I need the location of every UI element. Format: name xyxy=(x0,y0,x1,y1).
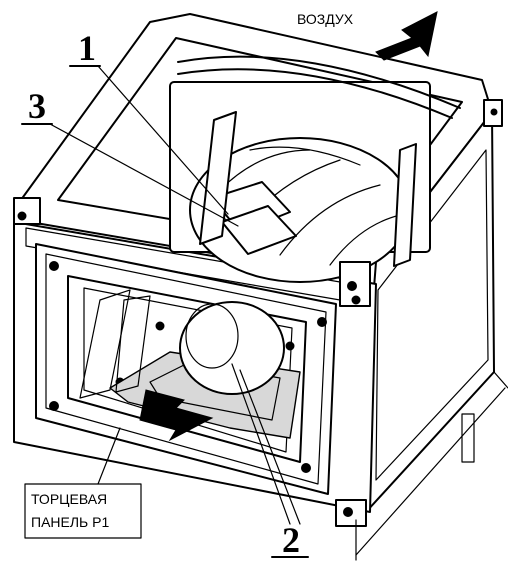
callout-2-leader xyxy=(239,369,301,525)
inlet-cone-edge xyxy=(177,55,461,109)
corner-brackets xyxy=(13,99,503,527)
bolt-icon xyxy=(285,341,295,351)
bolt-icon xyxy=(343,507,353,517)
fan-support-right xyxy=(393,143,417,267)
bolt-icon xyxy=(301,463,311,473)
base-rail-left xyxy=(79,289,131,399)
bolt-icon xyxy=(155,321,165,331)
callout-3: 3 xyxy=(21,86,239,227)
callout-1-leader xyxy=(97,65,229,215)
dimension-tick xyxy=(493,371,508,389)
callout-1: 1 xyxy=(69,28,229,215)
panel-label: ТОРЦЕВАЯ ПАНЕЛЬ Р1 xyxy=(24,427,142,539)
callout-2: 2 xyxy=(231,363,309,560)
inlet-cone-edge-2 xyxy=(177,68,453,119)
dimension-line xyxy=(355,387,506,556)
callout-1-number: 1 xyxy=(78,28,96,68)
bolt-icon xyxy=(347,281,357,291)
motor-assembly xyxy=(79,289,301,439)
motor-body xyxy=(179,301,285,395)
corner-bracket xyxy=(13,197,41,225)
fan-hub-bracket-2 xyxy=(221,205,297,255)
air-label: ВОЗДУХ xyxy=(297,11,354,27)
fan-blade xyxy=(249,146,361,166)
bolt-icon xyxy=(49,261,59,271)
housing-right-panel-inner xyxy=(375,149,489,481)
bolt-icon xyxy=(17,211,27,221)
callout-2-leader xyxy=(231,363,291,525)
panel-label-line1: ТОРЦЕВАЯ xyxy=(31,491,107,507)
fan-support-left xyxy=(199,111,237,245)
callout-3-number: 3 xyxy=(28,86,46,126)
panel-label-leader xyxy=(97,427,121,485)
fan-blade xyxy=(279,184,381,256)
dimension-lines xyxy=(355,371,508,561)
callout-2-number: 2 xyxy=(282,520,300,560)
arrow-down-left-icon xyxy=(139,389,214,442)
bolt-icon xyxy=(351,295,361,305)
base-rail-left-2 xyxy=(115,295,151,393)
front-panel-rim xyxy=(45,253,327,485)
bolt-icon xyxy=(490,108,498,116)
callout-3-leader xyxy=(49,123,239,227)
arrow-down-left-icon xyxy=(375,11,438,61)
fan-wheel xyxy=(169,55,461,283)
panel-label-line2: ПАНЕЛЬ Р1 xyxy=(31,514,109,530)
fan-blade xyxy=(329,214,401,266)
motor-end-cap xyxy=(185,303,239,369)
panel-label-box xyxy=(24,483,142,539)
dimension-marker xyxy=(461,413,475,463)
bolt-icon xyxy=(317,317,327,327)
bolt-icon xyxy=(49,401,59,411)
